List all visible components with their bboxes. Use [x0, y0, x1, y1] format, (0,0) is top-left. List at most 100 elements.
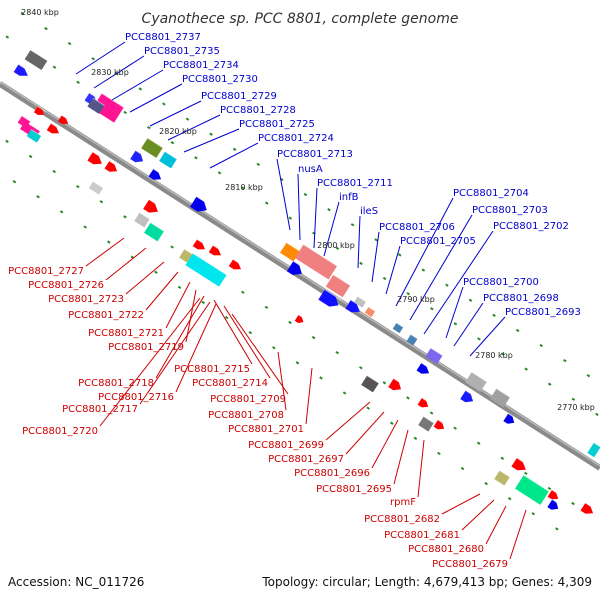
top-gene-label: PCC8801_2693: [505, 307, 581, 318]
tick-mark: [563, 358, 567, 363]
tick-mark: [335, 246, 340, 250]
top-leader-line: [129, 83, 183, 113]
gene-feature: [87, 151, 105, 165]
bottom-gene-label: PCC8801_2679: [432, 559, 508, 570]
tick-mark: [571, 397, 576, 401]
gene-feature: [460, 390, 477, 403]
gene-feature: [587, 442, 600, 458]
tick-mark: [147, 125, 151, 130]
bottom-gene-label: PCC8801_2718: [78, 378, 154, 389]
bottom-gene-label: PCC8801_2727: [8, 266, 84, 277]
tick-mark: [460, 466, 465, 471]
bottom-leader-line: [485, 505, 507, 545]
bottom-leader-line: [231, 313, 289, 395]
bottom-gene-label: PCC8801_2708: [208, 410, 284, 421]
gene-feature: [392, 322, 404, 334]
bottom-gene-label: PCC8801_2682: [364, 514, 440, 525]
bottom-gene-label: PCC8801_2701: [228, 424, 304, 435]
bottom-gene-label: PCC8801_2714: [192, 378, 268, 389]
bottom-leader-line: [393, 429, 409, 485]
bottom-gene-label: PCC8801_2697: [268, 454, 344, 465]
top-leader-line: [409, 214, 473, 321]
bottom-gene-label: PCC8801_2699: [248, 440, 324, 451]
bottom-leader-line: [441, 493, 481, 515]
kbp-label: 2770 kbp: [557, 403, 595, 412]
tick-mark: [358, 366, 363, 370]
bottom-gene-label: PCC8801_2726: [28, 280, 104, 291]
tick-mark: [524, 471, 528, 476]
tick-mark: [170, 245, 174, 249]
gene-feature: [280, 242, 301, 262]
tick-mark: [209, 132, 213, 136]
top-gene-label: PCC8801_2711: [317, 178, 393, 189]
bottom-leader-line: [371, 419, 399, 469]
tick-mark: [248, 330, 253, 335]
bottom-leader-line: [417, 439, 425, 498]
tick-mark: [571, 501, 575, 506]
tick-mark: [350, 223, 355, 227]
gene-feature: [24, 49, 48, 71]
gene-feature: [494, 470, 511, 486]
tick-mark: [154, 270, 158, 274]
gene-feature: [547, 489, 561, 500]
tick-mark: [256, 162, 261, 167]
tick-mark: [453, 426, 457, 430]
tick-mark: [170, 141, 175, 145]
kbp-label: 2790 kbp: [397, 295, 435, 304]
gene-feature: [388, 378, 405, 391]
tick-mark: [327, 208, 331, 212]
tick-mark: [547, 382, 552, 386]
gene-features: [13, 49, 600, 514]
top-gene-label: infB: [339, 192, 359, 203]
tick-mark: [445, 283, 449, 287]
top-leader-line: [75, 41, 126, 75]
top-leader-line: [453, 302, 484, 347]
bottom-gene-label: PCC8801_2717: [62, 404, 138, 415]
gene-feature: [417, 397, 431, 408]
tick-mark: [44, 26, 48, 31]
tick-mark: [272, 346, 276, 350]
top-gene-label: nusA: [298, 164, 323, 175]
tick-mark: [264, 201, 269, 205]
tick-mark: [311, 335, 316, 340]
tick-mark: [453, 322, 458, 326]
tick-mark: [359, 261, 363, 266]
bottom-gene-label: PCC8801_2680: [408, 544, 484, 555]
gene-feature: [433, 419, 447, 430]
top-leader-line: [313, 187, 318, 249]
tick-mark: [476, 441, 481, 445]
bottom-gene-label: PCC8801_2723: [48, 294, 124, 305]
top-leader-line: [297, 173, 301, 241]
gene-feature: [580, 502, 596, 514]
tick-mark: [138, 87, 143, 91]
bottom-gene-label: PCC8801_2716: [98, 392, 174, 403]
bottom-gene-label: PCC8801_2681: [384, 530, 460, 541]
accession-label: Accession: NC_011726: [8, 575, 144, 589]
bottom-leader-line: [99, 297, 201, 427]
tick-mark: [500, 456, 505, 460]
gene-feature: [13, 64, 31, 76]
tick-mark: [492, 313, 496, 317]
bottom-gene-label: PCC8801_2696: [294, 468, 370, 479]
tick-mark: [319, 376, 323, 380]
tick-mark: [52, 169, 57, 174]
gene-feature: [511, 457, 529, 471]
bottom-leader-line: [125, 261, 165, 295]
gene-feature: [190, 196, 211, 212]
top-leader-line: [167, 114, 221, 141]
bottom-gene-label: PCC8801_2709: [210, 394, 286, 405]
tick-mark: [12, 180, 17, 184]
bottom-leader-line: [213, 299, 253, 365]
kbp-label: 2780 kbp: [475, 351, 513, 360]
kbp-label: 2830 kbp: [91, 68, 129, 77]
top-leader-line: [371, 231, 380, 283]
top-leader-line: [385, 245, 401, 295]
bottom-gene-label: PCC8801_2715: [174, 364, 250, 375]
bottom-leader-line: [277, 351, 287, 411]
bottom-leader-line: [105, 247, 147, 281]
gene-feature: [425, 347, 443, 364]
top-gene-label: PCC8801_2729: [201, 91, 277, 102]
gene-feature: [130, 150, 147, 163]
tick-mark: [5, 35, 10, 39]
